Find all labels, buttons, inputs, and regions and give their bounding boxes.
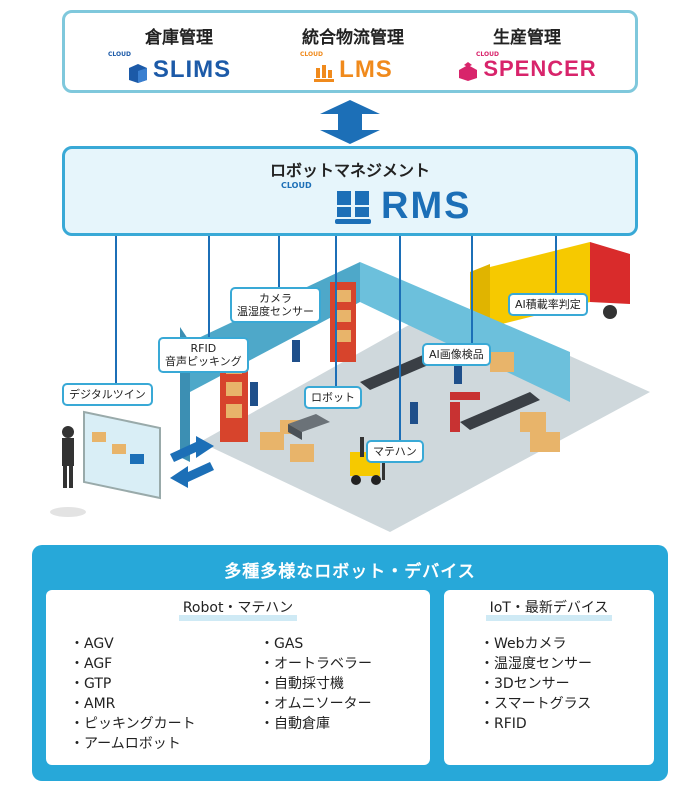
- digital-twin-monitor-icon: [83, 410, 161, 500]
- product-title: 倉庫管理: [145, 28, 213, 48]
- slims-logo: SLIMS: [89, 56, 269, 84]
- robot-arm-icon: [450, 392, 480, 432]
- label-camera: カメラ 温湿度センサー: [230, 287, 321, 323]
- list-item: Webカメラ: [480, 634, 592, 654]
- list-item: 自動採寸機: [260, 674, 372, 694]
- label-line: 音声ピッキング: [165, 355, 242, 368]
- cardboard-boxes: [260, 352, 560, 462]
- rms-box: ロボットマネジメント CLOUD RMS: [62, 146, 638, 236]
- list-item: 3Dセンサー: [480, 674, 592, 694]
- list-item: アームロボット: [70, 734, 196, 754]
- robot-panel-title-text: Robot・マテハン: [178, 601, 298, 621]
- cloud-tag: CLOUD: [281, 181, 312, 190]
- label-rfid: RFID 音声ピッキング: [158, 337, 249, 373]
- list-item: RFID: [480, 714, 592, 734]
- label-line: RFID: [190, 342, 217, 355]
- list-item: 自動倉庫: [260, 714, 372, 734]
- spencer-factory-icon: [459, 62, 478, 81]
- product-slims: 倉庫管理 SLIMS: [89, 23, 269, 84]
- worker-figures: [250, 340, 462, 424]
- list-item: GTP: [70, 674, 196, 694]
- label-digital-twin: デジタルツイン: [62, 383, 153, 406]
- product-spencer: 生産管理 SPENCER: [437, 23, 617, 82]
- label-material-handling: マテハン: [366, 440, 424, 463]
- label-ai-inspection: AI画像検品: [422, 343, 491, 366]
- robot-list-col2: GAS オートラベラー 自動採寸機 オムニソーター 自動倉庫: [260, 634, 372, 734]
- cloud-tag: CLOUD: [300, 51, 323, 58]
- list-item: 温湿度センサー: [480, 654, 592, 674]
- cloud-tag: CLOUD: [108, 51, 131, 58]
- robot-panel: Robot・マテハン AGV AGF GTP AMR ピッキングカート アームロ…: [46, 590, 430, 765]
- logo-text: LMS: [339, 56, 393, 83]
- list-item: ピッキングカート: [70, 714, 196, 734]
- shelf-racks: [220, 282, 356, 442]
- list-item: オムニソーター: [260, 694, 372, 714]
- bidirectional-arrow-icon: [320, 100, 380, 144]
- logo-text: SPENCER: [483, 56, 597, 81]
- lms-truck-icon: [314, 65, 335, 82]
- slims-cube-icon: [128, 64, 147, 83]
- sync-arrows-icon: [170, 436, 214, 488]
- agv-robot-icon: [288, 414, 330, 440]
- list-item: オートラベラー: [260, 654, 372, 674]
- logo-text: SLIMS: [152, 56, 232, 83]
- robot-list-col1: AGV AGF GTP AMR ピッキングカート アームロボット: [70, 634, 196, 754]
- cloud-tag: CLOUD: [476, 51, 499, 58]
- list-item: AGF: [70, 654, 196, 674]
- rms-title: ロボットマネジメント: [269, 161, 430, 180]
- robot-panel-title: Robot・マテハン: [46, 600, 430, 621]
- list-item: スマートグラス: [480, 694, 592, 714]
- devices-box: 多種多様なロボット・デバイス Robot・マテハン AGV AGF GTP AM…: [32, 545, 668, 781]
- list-item: AMR: [70, 694, 196, 714]
- product-title: 生産管理: [493, 28, 561, 48]
- spencer-logo: SPENCER: [437, 56, 617, 82]
- product-title: 統合物流管理: [302, 28, 404, 48]
- label-line: カメラ: [259, 292, 292, 305]
- products-box: 倉庫管理 SLIMS 統合物流管理 LMS 生産管理: [62, 10, 638, 93]
- rms-robot-icon: [335, 190, 371, 224]
- rms-logo: RMS: [333, 185, 471, 228]
- label-line: 温湿度センサー: [237, 305, 314, 318]
- iot-list: Webカメラ 温湿度センサー 3Dセンサー スマートグラス RFID: [480, 634, 592, 734]
- product-lms: 統合物流管理 LMS: [263, 23, 443, 84]
- label-ai-loading: AI積載率判定: [508, 293, 588, 316]
- iot-panel-title-text: IoT・最新デバイス: [485, 601, 613, 621]
- iot-panel-title: IoT・最新デバイス: [444, 600, 654, 621]
- iot-panel: IoT・最新デバイス Webカメラ 温湿度センサー 3Dセンサー スマートグラス…: [444, 590, 654, 765]
- lms-logo: LMS: [263, 56, 443, 84]
- label-robot: ロボット: [304, 386, 362, 409]
- list-item: AGV: [70, 634, 196, 654]
- right-wall: [360, 262, 570, 402]
- person-icon: [50, 426, 86, 517]
- forklift-icon: [350, 437, 385, 485]
- devices-title: 多種多様なロボット・デバイス: [224, 562, 476, 582]
- rms-logo-text: RMS: [381, 185, 472, 227]
- list-item: GAS: [260, 634, 372, 654]
